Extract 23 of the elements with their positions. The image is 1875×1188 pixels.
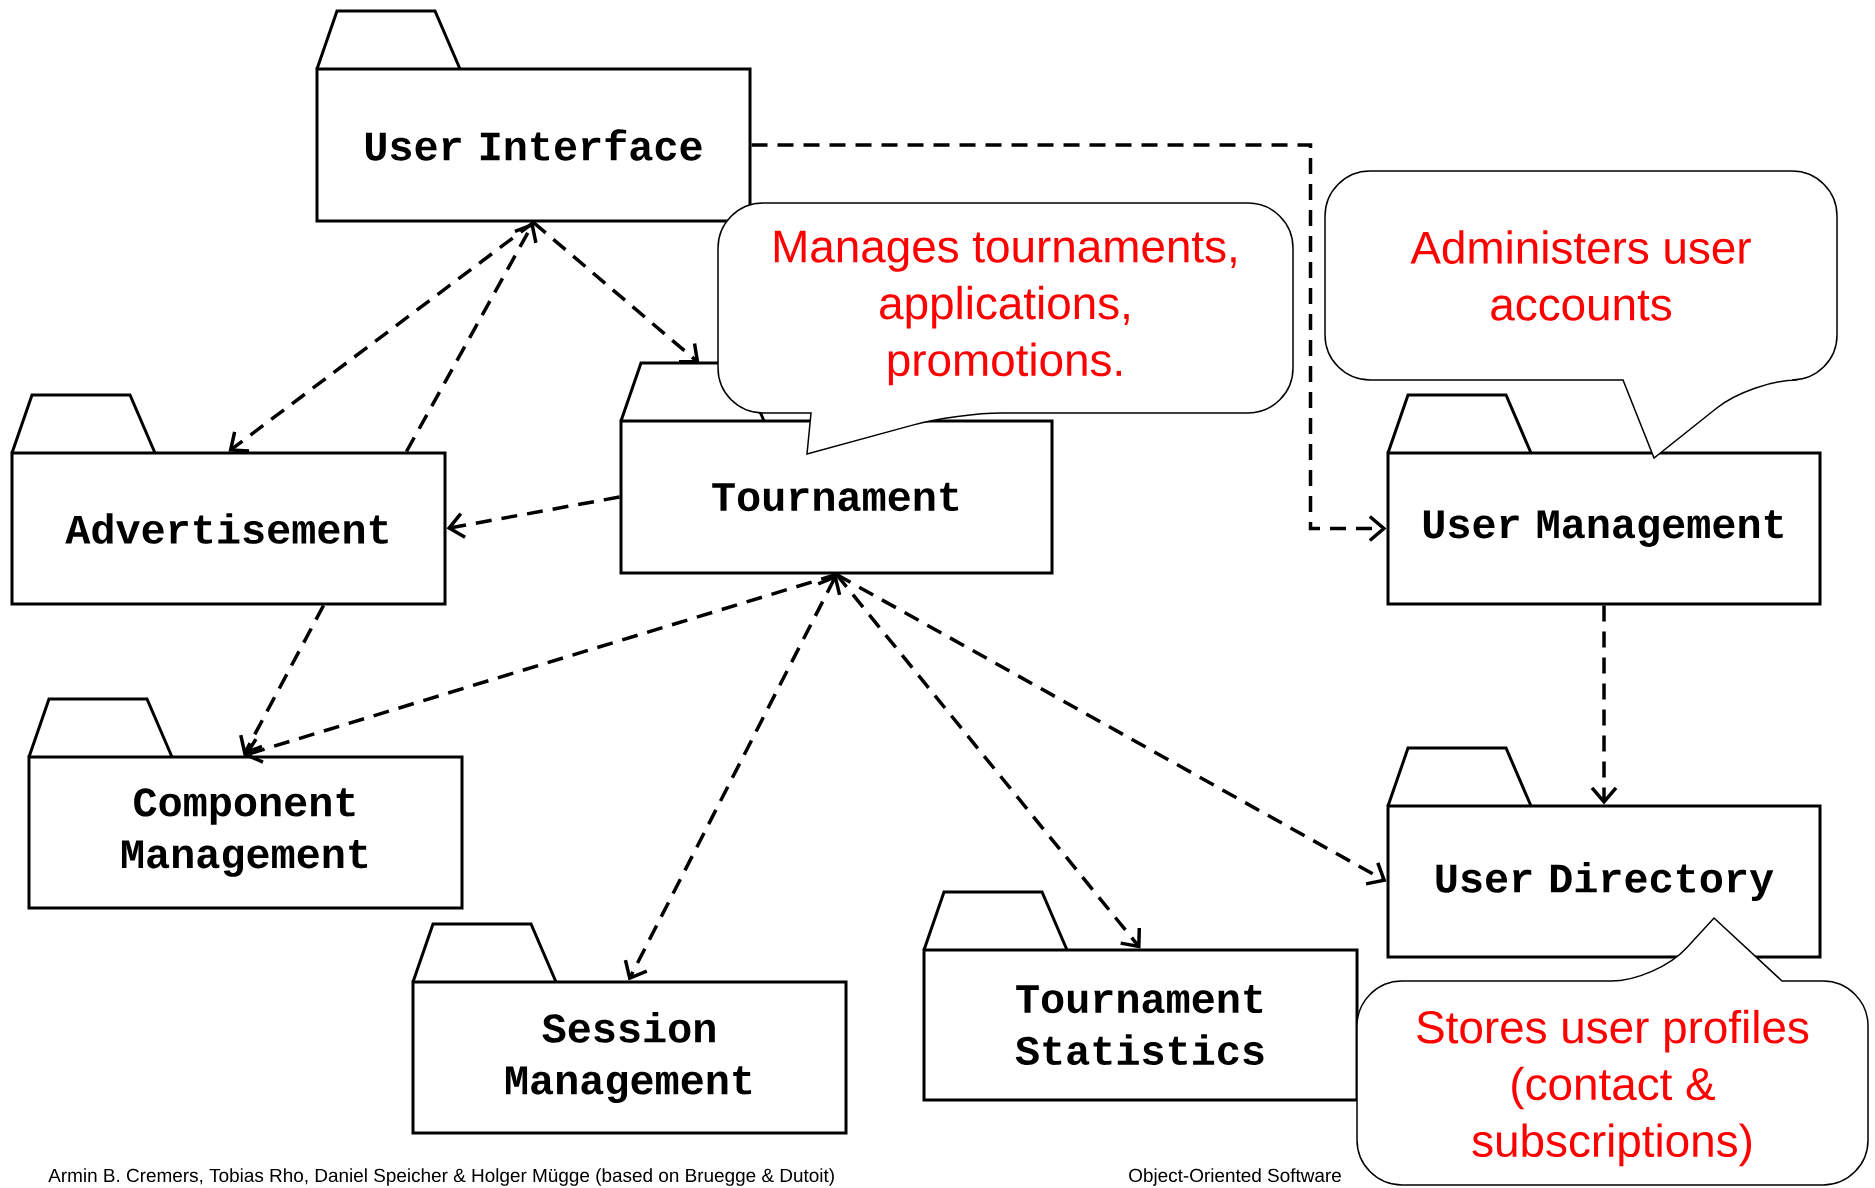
dependency-arrow bbox=[532, 221, 700, 364]
dependency-arrow bbox=[835, 573, 1142, 949]
package-box: User Interface bbox=[315, 9, 752, 223]
dependency-arrow bbox=[835, 573, 1387, 886]
dependency-arrow bbox=[1590, 605, 1618, 805]
package-box: User Directory bbox=[1386, 746, 1822, 959]
package-box: Session Management bbox=[411, 922, 848, 1135]
dependency-arrow bbox=[404, 222, 538, 453]
package-box: Component Management bbox=[27, 697, 464, 910]
node-label: Stores user profiles (contact & subscriptions) bbox=[1417, 1009, 1809, 1167]
package-box: Tournament Statistics bbox=[922, 890, 1359, 1102]
speech-bubble: Manages tournaments, applications, promotions. bbox=[717, 202, 1294, 455]
dependency-arrow bbox=[228, 221, 535, 453]
package-box: Advertisement bbox=[10, 393, 447, 606]
dependency-arrow bbox=[751, 143, 1387, 542]
dependency-arrow bbox=[239, 604, 326, 756]
dependency-arrow bbox=[623, 574, 842, 981]
speech-bubble: Administers user accounts bbox=[1324, 170, 1838, 459]
dependency-arrow bbox=[243, 572, 838, 764]
speech-bubble: Stores user profiles (contact & subscriptions) bbox=[1356, 917, 1869, 1186]
package-box: User Management bbox=[1386, 393, 1822, 606]
footer-text: Armin B. Cremers, Tobias Rho, Daniel Speicher & Holger Mügge (based on Bruegge & Dutoit) bbox=[48, 1168, 834, 1186]
dependency-arrow bbox=[446, 495, 620, 539]
